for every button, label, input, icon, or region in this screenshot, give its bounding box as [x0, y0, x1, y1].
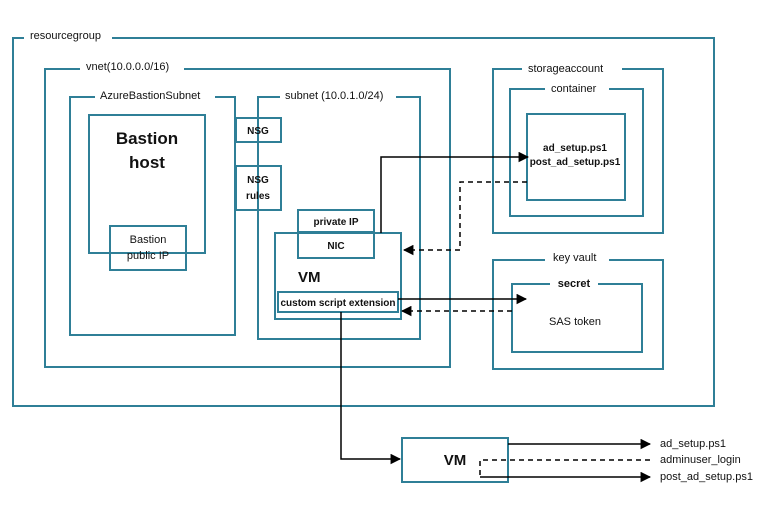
keyvault-label: key vault	[553, 252, 596, 264]
nic-box	[297, 231, 375, 259]
arrow-cse-to-vm	[340, 312, 402, 465]
bastion-host-box	[88, 114, 206, 254]
resourcegroup-box	[12, 37, 715, 407]
secret-label: secret	[558, 278, 591, 290]
bastion-host-label-1: Bastion	[116, 129, 178, 148]
output-post-ad-setup-label: post_ad_setup.ps1	[660, 471, 753, 483]
vnet-box	[44, 68, 451, 368]
nsg-rules-label-2: rules	[246, 191, 270, 202]
container-label: container	[551, 83, 597, 95]
output-ad-setup-label: ad_setup.ps1	[660, 438, 726, 450]
arrow-storage-to-nic	[402, 181, 527, 256]
bastion-subnet-label: AzureBastionSubnet	[100, 90, 200, 102]
vm-deployed-box	[401, 437, 509, 483]
bastion-public-ip-box	[109, 225, 187, 271]
arrow-adminuser-login	[479, 459, 650, 477]
vm-label: VM	[298, 269, 321, 286]
custom-script-extension-box	[277, 291, 399, 313]
nsg-rules-box	[235, 165, 282, 211]
sas-token-label: SAS token	[549, 316, 601, 328]
bastion-public-ip-label-2: public IP	[127, 250, 169, 262]
resourcegroup-label: resourcegroup	[30, 30, 101, 42]
bastion-public-ip-label-1: Bastion	[130, 234, 167, 246]
storageaccount-label: storageaccount	[528, 63, 603, 75]
nsg-rules-label-1: NSG	[247, 175, 269, 186]
output-adminuser-login-label: adminuser_login	[660, 454, 741, 466]
vnet-label: vnet(10.0.0.0/16)	[86, 61, 169, 73]
private-ip-label: private IP	[313, 217, 358, 228]
nsg-label: NSG	[247, 126, 269, 137]
vm-deployed-label: VM	[444, 452, 467, 469]
script-post-ad-setup-label: post_ad_setup.ps1	[530, 157, 621, 168]
bastion-host-label-2: host	[129, 153, 165, 172]
nic-label: NIC	[327, 241, 344, 252]
subnet-label: subnet (10.0.1.0/24)	[285, 90, 383, 102]
arrow-vm-to-storage	[380, 151, 530, 233]
custom-script-extension-label: custom script extension	[280, 298, 395, 309]
script-ad-setup-label: ad_setup.ps1	[543, 143, 607, 154]
